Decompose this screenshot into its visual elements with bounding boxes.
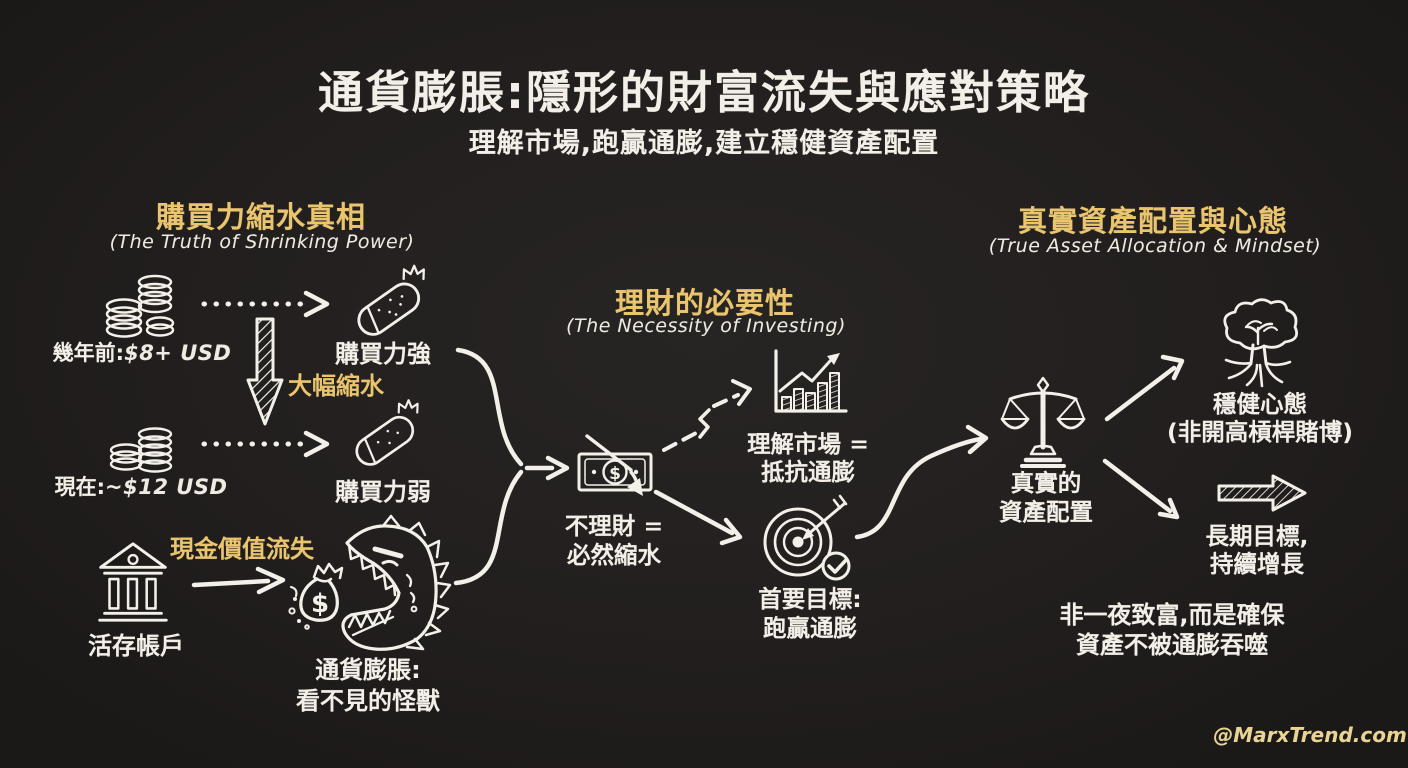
no-invest-line1: 不理財 = <box>564 512 664 540</box>
growth-chart-icon <box>774 349 848 413</box>
allocation-caption: 真實的 資產配置 <box>999 469 1093 527</box>
note-line2: 資產不被通膨吞噬 <box>1076 631 1268 659</box>
goal-line1: 首要目標: <box>758 585 862 613</box>
mindset-caption: 穩健心態 (非開高槓桿賭博) <box>1167 390 1353 446</box>
burrito-icon <box>357 264 425 336</box>
target-icon <box>763 494 851 581</box>
strong-power-label: 購買力強 <box>335 340 431 368</box>
coins-icon <box>109 427 173 473</box>
watermark: @MarxTrend.com <box>1213 723 1407 747</box>
bank-to-monster-arrow <box>191 578 271 588</box>
coins-icon <box>105 274 175 338</box>
page-title: 通貨膨脹:隱形的財富流失與應對策略 <box>318 66 1090 119</box>
right-section-subtitle: (True Asset Allocation & Mindset) <box>988 235 1322 257</box>
weak-power-label: 購買力弱 <box>335 478 431 506</box>
inflation-monster-icon: $ <box>288 514 452 651</box>
scale-to-longterm-arrow <box>1102 458 1173 514</box>
scale-to-tree-arrow <box>1104 365 1177 422</box>
target-to-scale-curve <box>854 436 984 540</box>
money-bill-icon: $ <box>577 434 653 496</box>
merge-brace-bottom <box>453 469 524 586</box>
long-term-arrow-icon <box>1217 474 1307 512</box>
allocation-line1: 真實的 <box>1010 469 1082 497</box>
understand-line1: 理解市場 = <box>747 430 869 458</box>
mindset-line2: (非開高槓桿賭博) <box>1167 418 1353 446</box>
dashed-arrow-to-chart <box>662 431 698 452</box>
left-section-subtitle: (The Truth of Shrinking Power) <box>109 231 415 253</box>
past-price-label: 幾年前:$8+ USD <box>52 341 232 365</box>
burrito-icon <box>355 399 419 466</box>
dashed-arrow-head <box>731 379 752 406</box>
monster-caption: 通貨膨脹: 看不見的怪獸 <box>296 655 440 717</box>
bank-account-label: 活存帳戶 <box>88 632 184 660</box>
longterm-caption: 長期目標, 持續增長 <box>1206 522 1309 578</box>
dashed-arrow-to-chart2 <box>712 393 740 408</box>
cash-flow-label: 現金價值流失 <box>170 535 314 563</box>
longterm-line2: 持續增長 <box>1210 550 1304 578</box>
shrink-down-arrow-icon <box>246 317 284 426</box>
balance-scale-icon <box>1000 376 1086 468</box>
dotted-arrow-past-head <box>303 290 330 318</box>
primary-goal-caption: 首要目標: 跑贏通膨 <box>758 585 861 643</box>
right-section-title: 真實資產配置與心態 <box>1017 204 1289 238</box>
no-invest-caption: 不理財 = 必然縮水 <box>565 512 663 570</box>
bank-icon <box>98 542 168 622</box>
understand-market-caption: 理解市場 = 抵抗通膨 <box>747 430 869 486</box>
merge-brace-top <box>455 347 524 467</box>
now-price-label: 現在:~$12 USD <box>54 475 228 499</box>
middle-section-subtitle: (The Necessity of Investing) <box>566 315 846 337</box>
understand-line2: 抵抗通膨 <box>761 458 855 486</box>
bank-to-monster-arrow-head <box>255 566 286 595</box>
dollar-sign: $ <box>311 589 329 619</box>
longterm-line1: 長期目標, <box>1205 522 1309 550</box>
bill-to-target-arrow <box>653 489 735 536</box>
bottom-note: 非一夜致富,而是確保 資產不被通膨吞噬 <box>1059 600 1284 660</box>
goal-line2: 跑贏通膨 <box>763 614 857 642</box>
dollar-sign: $ <box>609 464 621 484</box>
scale-to-tree-head <box>1160 354 1185 381</box>
no-invest-line2: 必然縮水 <box>567 541 661 569</box>
bill-to-target-head <box>719 517 743 546</box>
note-line1: 非一夜致富,而是確保 <box>1059 601 1285 629</box>
page-subtitle: 理解市場,跑贏通膨,建立穩健資產配置 <box>468 128 940 159</box>
shrink-label: 大幅縮水 <box>288 372 384 400</box>
dashed-arrow-squiggle <box>698 408 711 439</box>
scale-to-longterm-head <box>1157 497 1180 520</box>
allocation-line2: 資產配置 <box>999 498 1093 526</box>
monster-caption-line2: 看不見的怪獸 <box>296 687 440 715</box>
merge-arrow-head <box>545 455 570 481</box>
middle-section-title: 理財的必要性 <box>614 286 796 320</box>
target-to-scale-head <box>965 424 989 455</box>
monster-caption-line1: 通貨膨脹: <box>315 656 421 684</box>
mindset-line1: 穩健心態 <box>1212 390 1307 418</box>
dotted-arrow-now-head <box>303 430 330 458</box>
left-section-title: 購買力縮水真相 <box>155 200 367 234</box>
tree-icon <box>1223 298 1299 388</box>
